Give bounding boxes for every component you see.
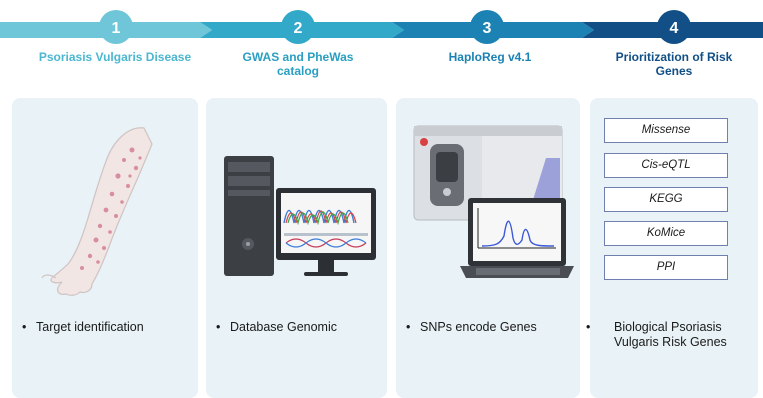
bullet-dot: • [586, 320, 591, 334]
bullet-text-3: SNPs encode Genes [420, 320, 537, 334]
panel-step-2: • Database Genomic [206, 98, 387, 398]
step-number-2: 2 [294, 20, 303, 37]
workflow-arrow-band: 1 2 3 4 [0, 10, 763, 44]
step-title-2: GWAS and PheWas catalog [242, 50, 354, 78]
sequencer-laptop-icon [413, 125, 574, 278]
method-box-komice: KoMice [604, 221, 728, 246]
bullet-dot: • [216, 320, 221, 334]
bullet-dot: • [406, 320, 411, 334]
panel-step-4: Missense Cis-eQTL KEGG KoMice PPI • Biolo… [586, 98, 758, 398]
bullet-text-1: Target identification [36, 320, 144, 334]
step-circle-4 [657, 10, 691, 44]
method-box-ppi: PPI [604, 255, 728, 280]
bullet-text-4: Biological Psoriasis Vulgaris Risk Genes [614, 320, 727, 349]
gene-list-icon: Missense Cis-eQTL KEGG KoMice PPI [590, 98, 758, 288]
step-number-4: 4 [670, 20, 679, 37]
step-number-3: 3 [483, 20, 492, 37]
desktop-computer-icon [224, 156, 376, 276]
bullet-step-2: • Database Genomic [216, 320, 381, 335]
bullet-dot: • [22, 320, 27, 334]
step-circle-1 [99, 10, 133, 44]
step-title-3: HaploReg v4.1 [448, 50, 532, 64]
bullet-text-2: Database Genomic [230, 320, 338, 334]
step-title-1: Psoriasis Vulgaris Disease [38, 50, 192, 64]
step-circle-3 [470, 10, 504, 44]
panel-step-3: • SNPs encode Genes [396, 98, 580, 398]
panel-step-1: • Target identification [12, 98, 198, 398]
step-number-1: 1 [112, 20, 121, 37]
method-box-kegg: KEGG [604, 187, 728, 212]
bullet-step-3: • SNPs encode Genes [406, 320, 576, 335]
step-circle-2 [281, 10, 315, 44]
bullet-step-4: • Biological Psoriasis Vulgaris Risk Gene… [586, 320, 763, 350]
arm-lesions-icon [41, 127, 153, 296]
method-box-cis-eqtl: Cis-eQTL [604, 153, 728, 178]
method-box-missense: Missense [604, 118, 728, 143]
step-title-4: Prioritization of Risk Genes [615, 50, 733, 78]
bullet-step-1: • Target identification [22, 320, 192, 335]
